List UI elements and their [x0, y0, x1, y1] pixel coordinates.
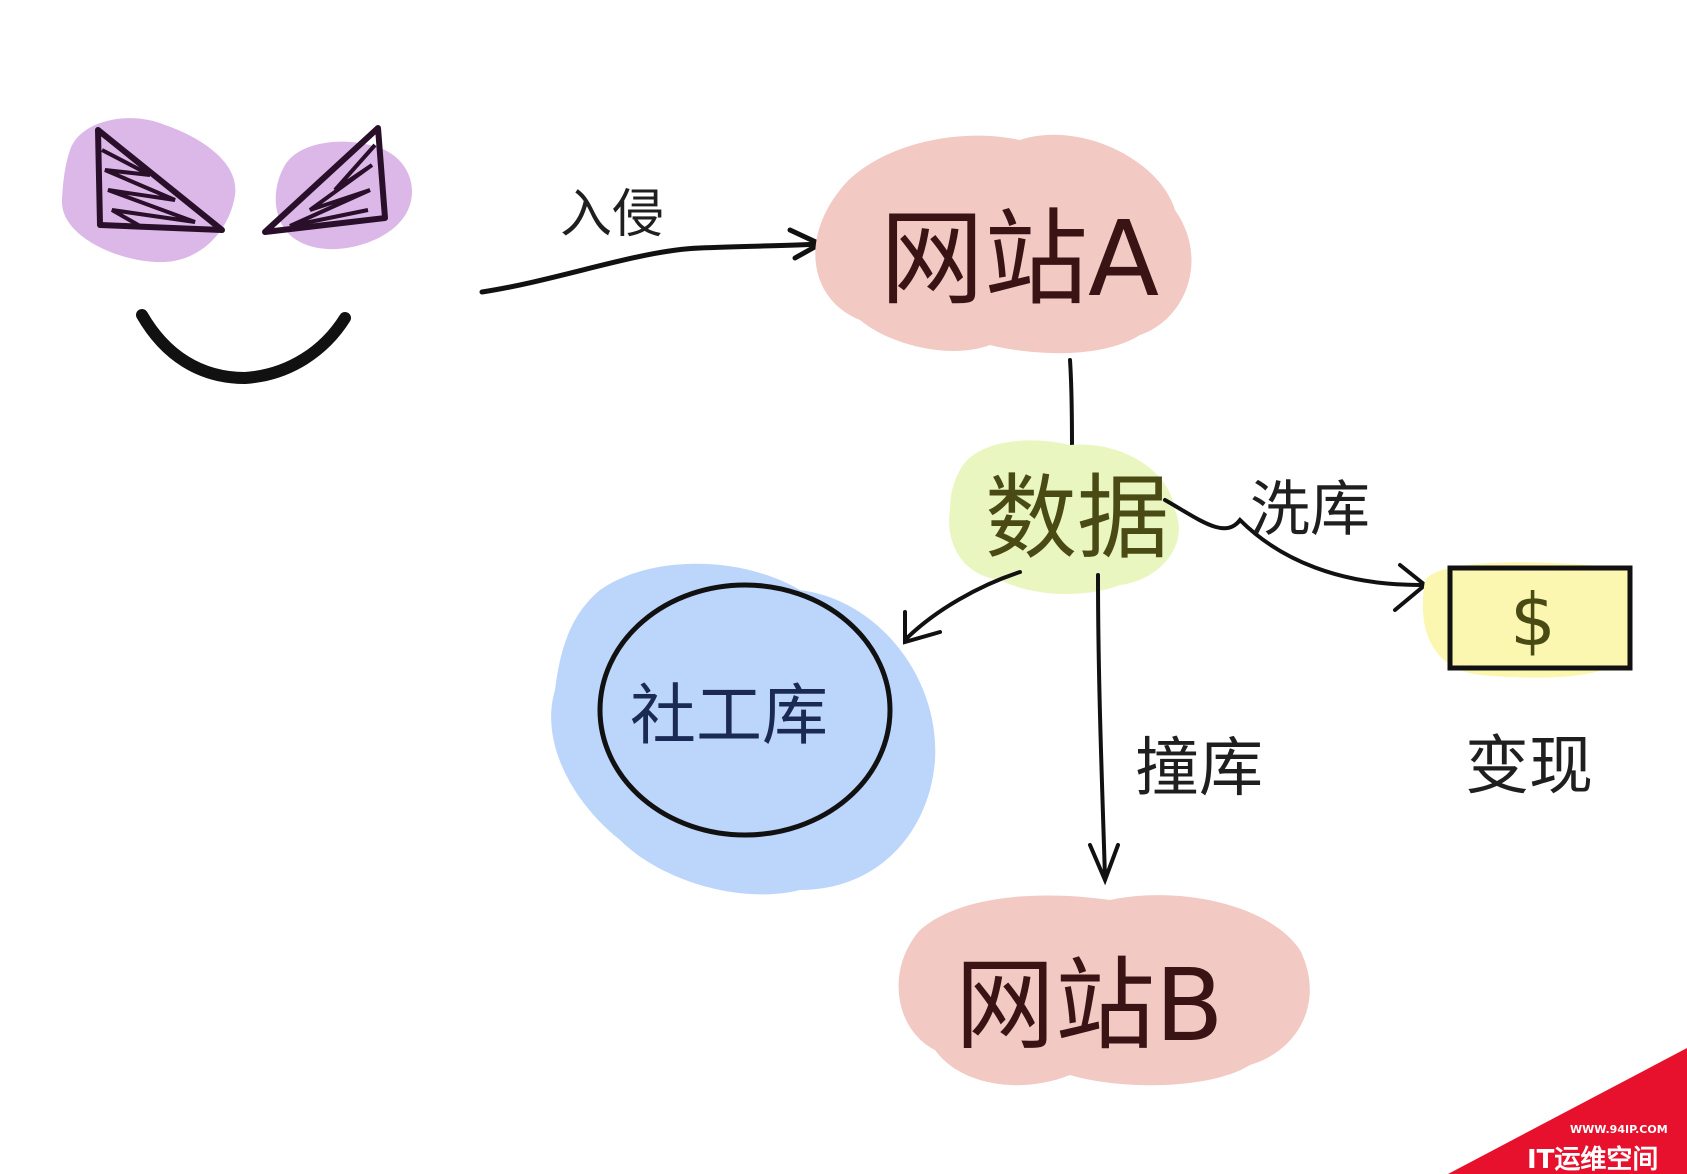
edge-wash-label: 洗库: [1250, 475, 1370, 545]
watermark-url: WWW.94IP.COM: [1570, 1123, 1668, 1136]
left-eye: [95, 127, 225, 233]
villain-face-icon: [61, 118, 412, 385]
money-bill: [1447, 565, 1633, 671]
data-blob: [949, 440, 1179, 595]
right-eye: [262, 125, 388, 235]
edge-intrude-label: 入侵: [560, 185, 664, 245]
edge-data-to-site-b: [1088, 573, 1120, 886]
edge-stuff-label: 撞库: [1135, 732, 1263, 806]
data-label: 数据: [985, 465, 1169, 572]
social-db-label: 社工库: [630, 677, 828, 754]
node-site-b: 网站B: [898, 895, 1310, 1086]
site-a-blob: [815, 134, 1192, 354]
node-social-db: 社工库: [551, 563, 936, 895]
cash-out-label: 变现: [1465, 730, 1593, 804]
node-data: 数据: [949, 440, 1179, 595]
left-eye-teeth: [101, 148, 196, 228]
watermark-triangle: [1448, 1048, 1687, 1174]
site-b-blob: [898, 895, 1310, 1086]
watermark: WWW.94IP.COM IT运维空间: [1448, 1048, 1687, 1174]
site-a-label: 网站A: [880, 198, 1159, 320]
right-eye-teeth: [289, 143, 377, 228]
social-db-blob: [551, 563, 936, 895]
site-b-label: 网站B: [955, 947, 1224, 1064]
social-db-outline: [597, 582, 893, 838]
edge-site-a-to-data: [1068, 358, 1074, 450]
node-money: $ 变现: [1422, 562, 1633, 804]
node-site-a: 网站A: [815, 134, 1192, 354]
edge-data-to-social-db: [903, 570, 1022, 645]
smile: [136, 309, 351, 385]
watermark-name: IT运维空间: [1527, 1144, 1658, 1174]
money-symbol-icon: $: [1510, 578, 1556, 662]
